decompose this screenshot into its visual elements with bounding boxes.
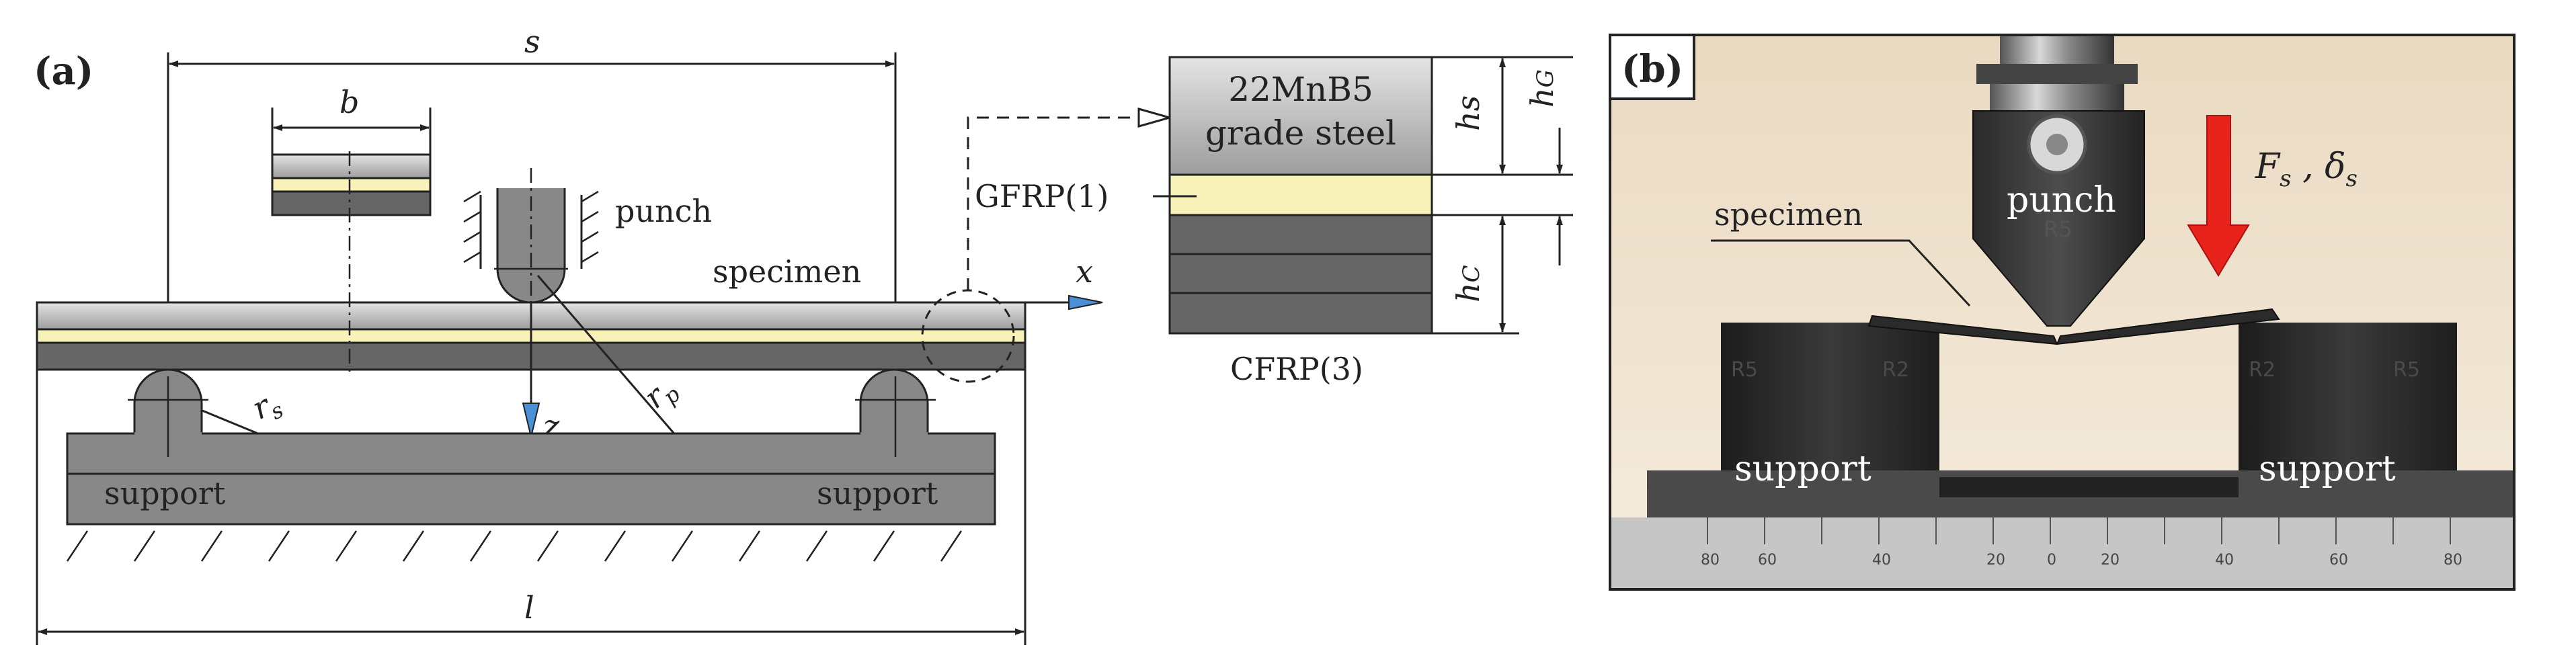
ground-hatch — [66, 530, 963, 562]
photo-specimen-label: specimen — [1714, 196, 1863, 233]
ruler-num-5: 20 — [2101, 552, 2120, 569]
cross-section — [271, 108, 432, 216]
radius-punch-line — [536, 275, 687, 448]
radius-punch-label: rp — [637, 370, 685, 419]
photo-support-left-label: support — [1734, 449, 1871, 489]
photo-punch-label: punch — [2007, 180, 2116, 220]
force-arrow — [2187, 115, 2250, 277]
photo-punch-mark: R5 — [2044, 216, 2072, 242]
radius-support-label: rs — [247, 383, 288, 431]
ruler-num-2: 40 — [1872, 552, 1891, 569]
steel-label-2: grade steel — [1205, 114, 1396, 153]
photo-mark-1: R5 — [1731, 358, 1758, 382]
dim-steel-label: hs — [1450, 95, 1486, 131]
support-center-marks — [128, 376, 936, 457]
photo-support-left — [1721, 323, 1939, 517]
dimension-length — [36, 370, 1027, 645]
gfrp-label: GFRP(1) — [975, 178, 1109, 214]
ruler-num-8: 80 — [2444, 552, 2462, 569]
dim-length-label: l — [524, 589, 534, 626]
detail-dimensions — [1432, 56, 1573, 335]
ruler-num-6: 40 — [2215, 552, 2234, 569]
specimen-label: specimen — [713, 253, 861, 290]
axis-x-arrow — [1068, 294, 1103, 310]
axis-z-arrow — [522, 403, 540, 438]
photo-specimen — [1867, 308, 2280, 345]
panel-a-tag: (a) — [34, 49, 93, 93]
ruler-ticks — [1707, 517, 2451, 544]
dim-width-label: b — [339, 84, 359, 120]
center-lines — [348, 151, 532, 376]
support-right-label: support — [817, 475, 938, 511]
force-label: Fs , δs — [2255, 147, 2358, 192]
ruler-num-4: 0 — [2047, 552, 2056, 569]
photo-punch — [1972, 110, 2145, 327]
photo-specimen-leader — [1711, 239, 1971, 307]
photo-panel: R5 R5 R2 R2 R5 80 60 40 20 0 20 40 60 80 — [1610, 35, 2514, 589]
dim-gfrp-label: hG — [1524, 69, 1560, 108]
dim-span-label: s — [524, 24, 540, 60]
photo-frame — [1609, 34, 2515, 591]
ruler-num-3: 20 — [1986, 552, 2005, 569]
ruler-num-0: 80 — [1701, 552, 1720, 569]
photo-support-right — [2239, 323, 2457, 517]
photo-support-right-label: support — [2259, 449, 2396, 489]
photo-ruler — [1610, 517, 2514, 589]
detail-leader — [967, 118, 1170, 290]
axis-x-label: x — [1076, 253, 1093, 290]
photo-mark-2: R2 — [1882, 358, 1909, 382]
cfrp-label: CFRP(3) — [1230, 351, 1363, 387]
ruler-num-1: 60 — [1758, 552, 1777, 569]
ruler-num-7: 60 — [2329, 552, 2348, 569]
support-base — [66, 368, 996, 526]
layer-detail — [1168, 56, 1433, 335]
panel-b-tag: (b) — [1621, 47, 1683, 91]
photo-mark-3: R2 — [2249, 358, 2276, 382]
support-left-label: support — [104, 475, 226, 511]
panel-b-tag-box — [1609, 34, 1695, 100]
punch-label: punch — [615, 193, 712, 229]
dim-cfrp-label: hC — [1450, 265, 1486, 302]
photo-mark-4: R5 — [2393, 358, 2420, 382]
steel-label-1: 22MnB5 — [1228, 70, 1373, 109]
